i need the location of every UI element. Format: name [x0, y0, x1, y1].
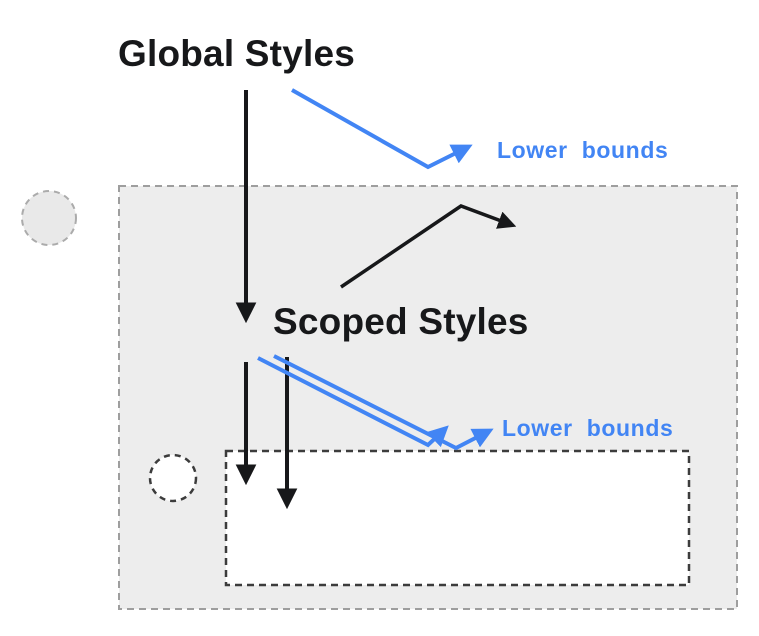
global-styles-label: Global Styles — [118, 33, 356, 74]
lower-bounds-label-bottom: Lower bounds — [502, 415, 674, 441]
scoped-up-arrow — [340, 204, 517, 289]
scoped-lower-bounds-arrow-2 — [273, 354, 494, 451]
global-lower-bounds-arrow — [291, 88, 473, 170]
scoped-styles-label: Scoped Styles — [273, 301, 529, 342]
inner-scope-box — [224, 449, 691, 587]
global-circle-placeholder — [21, 190, 77, 246]
scoped-lower-bounds-arrow-1 — [257, 356, 449, 448]
scoped-circle-placeholder — [148, 453, 198, 503]
lower-bounds-label-top: Lower bounds — [497, 137, 669, 163]
